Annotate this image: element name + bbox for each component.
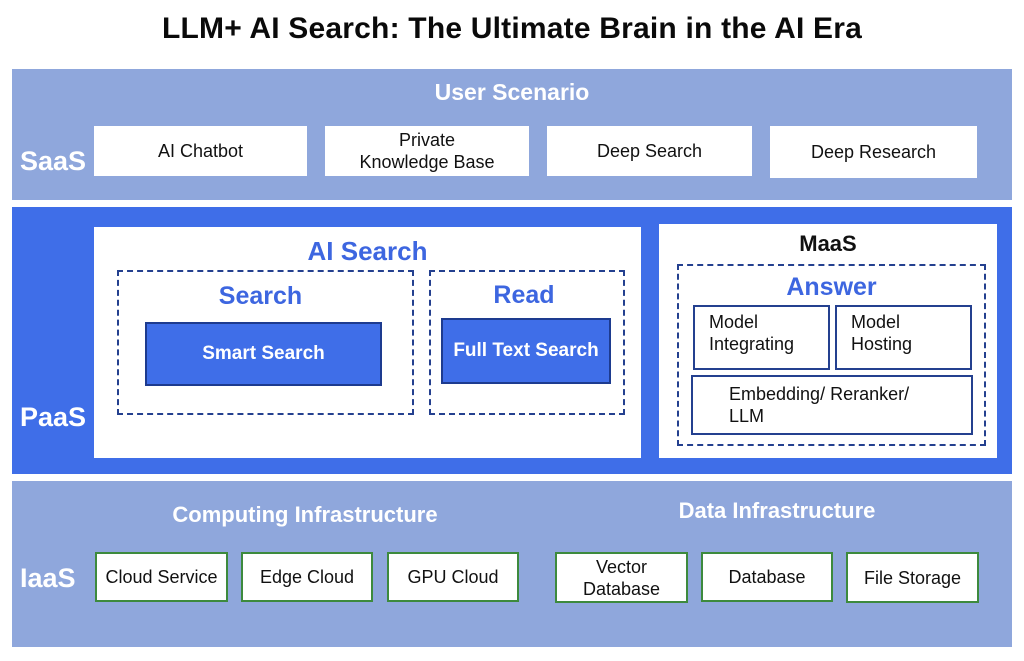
answer-heading: Answer	[786, 273, 877, 301]
full-text-search-box: Full Text Search	[441, 318, 611, 384]
data-infrastructure-heading: Data Infrastructure	[678, 498, 876, 523]
gpu-cloud-box: GPU Cloud	[387, 552, 519, 602]
page-title: LLM+ AI Search: The Ultimate Brain in th…	[161, 12, 862, 45]
ai-search-heading: AI Search	[307, 236, 428, 266]
read-group	[429, 270, 625, 415]
vector-database-box: Vector Database	[555, 552, 688, 603]
maas-heading: MaaS	[799, 231, 857, 256]
database-box: Database	[701, 552, 833, 602]
saas-heading: User Scenario	[434, 79, 590, 105]
smart-search-box: Smart Search	[145, 322, 382, 386]
model-integrating-box: Model Integrating	[693, 305, 830, 370]
computing-infrastructure-heading: Computing Infrastructure	[172, 502, 438, 527]
embedding-reranker-llm-box: Embedding/ Reranker/ LLM	[691, 375, 973, 435]
saas-item-ai-chatbot: AI Chatbot	[94, 126, 307, 176]
paas-tag: PaaS	[20, 402, 87, 432]
model-hosting-box: Model Hosting	[835, 305, 972, 370]
answer-group	[677, 264, 986, 446]
saas-tag: SaaS	[20, 146, 87, 176]
saas-item-deep-research: Deep Research	[770, 126, 977, 178]
search-heading: Search	[218, 282, 303, 310]
file-storage-box: File Storage	[846, 552, 979, 603]
iaas-tag: IaaS	[20, 563, 76, 593]
saas-item-private-knowledge-base: Private Knowledge Base	[325, 126, 529, 176]
read-heading: Read	[493, 281, 555, 309]
saas-item-deep-search: Deep Search	[547, 126, 752, 176]
search-group	[117, 270, 414, 415]
edge-cloud-box: Edge Cloud	[241, 552, 373, 602]
cloud-service-box: Cloud Service	[95, 552, 228, 602]
